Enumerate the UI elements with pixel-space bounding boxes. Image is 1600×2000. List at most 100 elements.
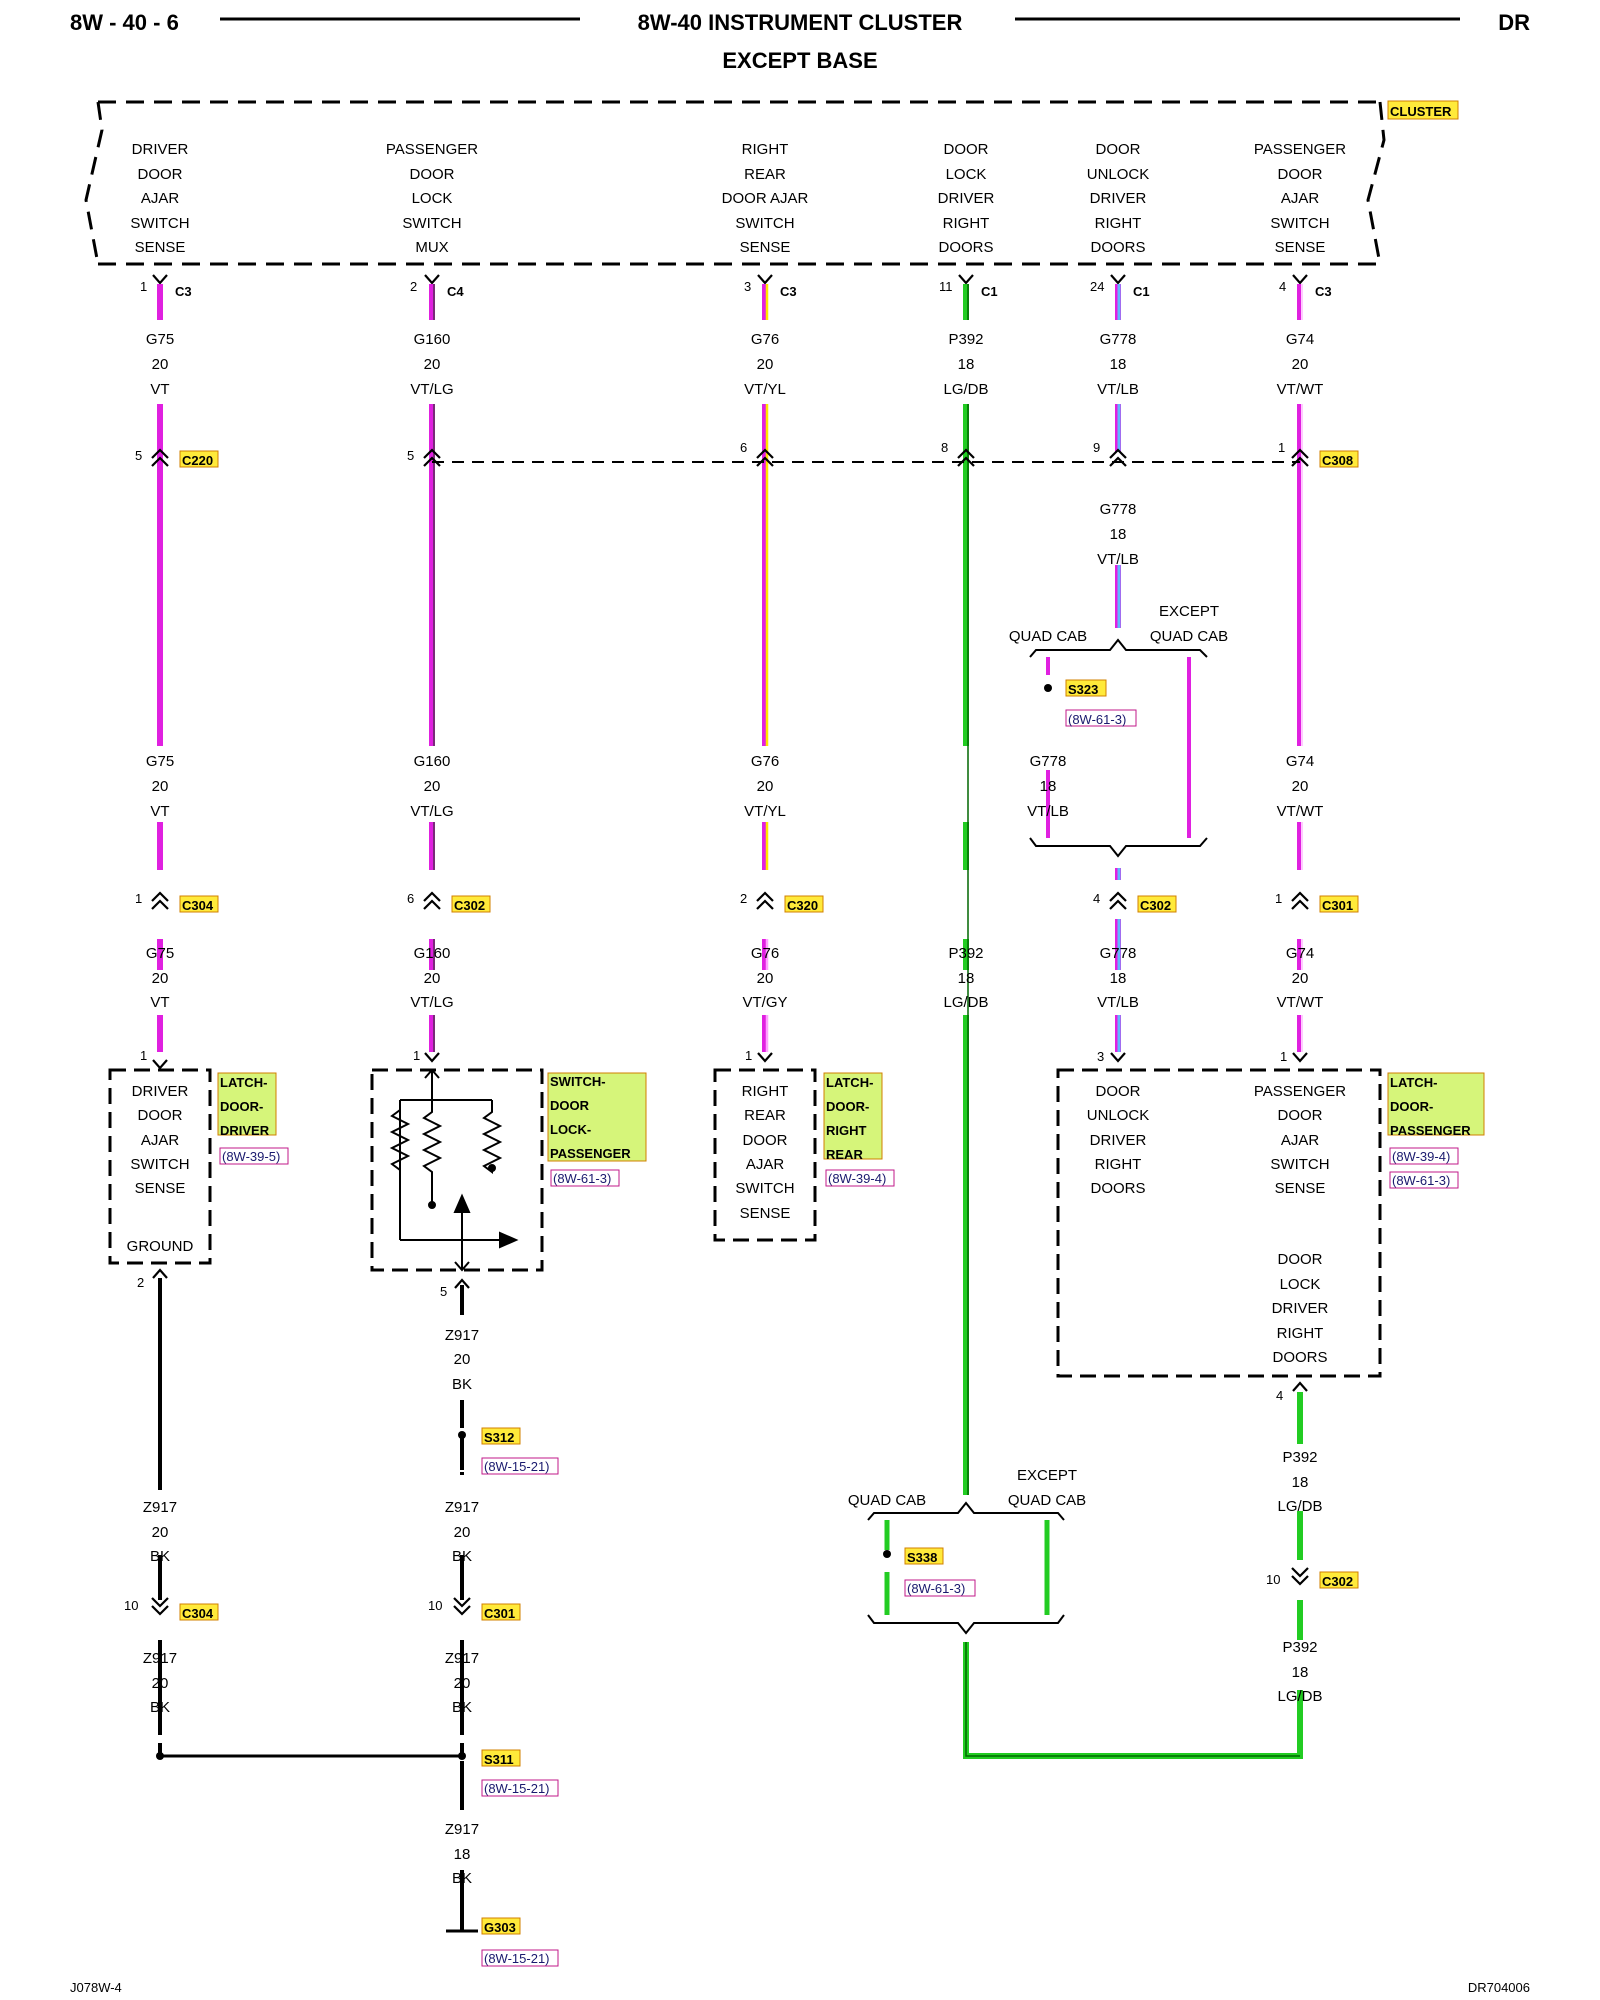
svg-text:6: 6 bbox=[740, 440, 747, 455]
connector-c301-upper: C301 bbox=[1322, 898, 1353, 913]
svg-text:Z917: Z917 bbox=[143, 1499, 177, 1516]
wire-paths bbox=[157, 284, 1303, 1925]
svg-text:20: 20 bbox=[424, 356, 441, 373]
svg-text:20: 20 bbox=[757, 970, 774, 987]
svg-text:VT: VT bbox=[150, 994, 169, 1011]
svg-text:DOOR: DOOR bbox=[743, 1132, 788, 1149]
splice-s323: S323 bbox=[1068, 682, 1098, 697]
svg-text:20: 20 bbox=[454, 1524, 471, 1541]
svg-text:VT/LB: VT/LB bbox=[1097, 551, 1139, 568]
region-code: DR bbox=[1498, 10, 1530, 35]
cluster-function-4: DOOR LOCK DRIVER RIGHT DOORS bbox=[938, 141, 995, 256]
svg-text:18: 18 bbox=[1292, 1664, 1309, 1681]
svg-text:G160: G160 bbox=[414, 945, 451, 962]
svg-text:DOOR: DOOR bbox=[1096, 141, 1141, 158]
svg-text:QUAD CAB: QUAD CAB bbox=[1150, 628, 1228, 645]
svg-text:DOORS: DOORS bbox=[938, 239, 993, 256]
svg-text:20: 20 bbox=[757, 778, 774, 795]
cluster-box: CLUSTER DRIVER DOOR AJAR SWITCH SENSE PA… bbox=[84, 100, 1459, 266]
svg-text:VT/LB: VT/LB bbox=[1097, 994, 1139, 1011]
svg-text:20: 20 bbox=[757, 356, 774, 373]
svg-text:G75: G75 bbox=[146, 331, 174, 348]
svg-text:DRIVER: DRIVER bbox=[938, 190, 995, 207]
svg-text:SWITCH: SWITCH bbox=[1270, 1156, 1329, 1173]
svg-text:BK: BK bbox=[150, 1699, 170, 1716]
svg-text:11: 11 bbox=[939, 279, 953, 294]
svg-text:DRIVER: DRIVER bbox=[132, 141, 189, 158]
svg-text:UNLOCK: UNLOCK bbox=[1087, 166, 1150, 183]
svg-text:VT: VT bbox=[150, 803, 169, 820]
component-switch-door-lock-passenger: 1 SWITCH- DOOR LOCK- PASSENGER (8W-61-3 bbox=[370, 1048, 647, 1299]
svg-text:DOORS: DOORS bbox=[1090, 239, 1145, 256]
svg-text:20: 20 bbox=[152, 1675, 169, 1692]
cluster-function-2: PASSENGER DOOR LOCK SWITCH MUX bbox=[386, 141, 478, 256]
svg-text:REAR: REAR bbox=[744, 166, 786, 183]
svg-text:20: 20 bbox=[454, 1351, 471, 1368]
splice-s338: S338 bbox=[907, 1550, 937, 1565]
svg-text:Z917: Z917 bbox=[445, 1327, 479, 1344]
svg-text:(8W-39-4): (8W-39-4) bbox=[828, 1171, 886, 1186]
svg-text:1: 1 bbox=[745, 1048, 752, 1063]
resistor-ladder-icon bbox=[389, 1068, 519, 1272]
svg-text:BK: BK bbox=[452, 1699, 472, 1716]
svg-text:VT/LG: VT/LG bbox=[410, 994, 453, 1011]
svg-text:24: 24 bbox=[1090, 279, 1104, 294]
header: 8W - 40 - 6 8W-40 INSTRUMENT CLUSTER DR … bbox=[70, 10, 1530, 73]
svg-text:UNLOCK: UNLOCK bbox=[1087, 1107, 1150, 1124]
svg-text:G75: G75 bbox=[146, 753, 174, 770]
svg-text:DOOR: DOOR bbox=[944, 141, 989, 158]
svg-text:SENSE: SENSE bbox=[1275, 1180, 1326, 1197]
page-id: 8W - 40 - 6 bbox=[70, 10, 179, 35]
svg-text:8: 8 bbox=[941, 440, 948, 455]
svg-text:18: 18 bbox=[1110, 356, 1127, 373]
svg-text:DOORS: DOORS bbox=[1272, 1349, 1327, 1366]
svg-text:VT/WT: VT/WT bbox=[1277, 994, 1324, 1011]
svg-text:G76: G76 bbox=[751, 331, 779, 348]
svg-text:SWITCH: SWITCH bbox=[735, 215, 794, 232]
svg-text:4: 4 bbox=[1276, 1388, 1283, 1403]
ground-icon bbox=[446, 1910, 478, 1933]
svg-text:LOCK: LOCK bbox=[1280, 1276, 1321, 1293]
footer-right-code: DR704006 bbox=[1468, 1980, 1530, 1995]
svg-text:(8W-39-5): (8W-39-5) bbox=[222, 1149, 280, 1164]
ref-g303: (8W-15-21) bbox=[484, 1951, 550, 1966]
ref-s311: (8W-15-21) bbox=[484, 1781, 550, 1796]
svg-text:RIGHT: RIGHT bbox=[1095, 215, 1142, 232]
svg-text:SWITCH: SWITCH bbox=[130, 215, 189, 232]
svg-text:(8W-61-3): (8W-61-3) bbox=[553, 1171, 611, 1186]
svg-text:VT/LB: VT/LB bbox=[1027, 803, 1069, 820]
cluster-function-5: DOOR UNLOCK DRIVER RIGHT DOORS bbox=[1087, 141, 1150, 256]
svg-text:BK: BK bbox=[452, 1376, 472, 1393]
svg-text:AJAR: AJAR bbox=[1281, 190, 1320, 207]
svg-text:PASSENGER: PASSENGER bbox=[1390, 1123, 1471, 1138]
page-subtitle: EXCEPT BASE bbox=[722, 48, 877, 73]
svg-text:BK: BK bbox=[452, 1548, 472, 1565]
connector-c320: C320 bbox=[787, 898, 818, 913]
cluster-function-6: PASSENGER DOOR AJAR SWITCH SENSE bbox=[1254, 141, 1346, 256]
ref-s338: (8W-61-3) bbox=[907, 1581, 965, 1596]
svg-text:G160: G160 bbox=[414, 331, 451, 348]
component-latch-door-driver: 1 DRIVER DOOR AJAR SWITCH SENSE GROUND L… bbox=[108, 1048, 289, 1290]
svg-text:G778: G778 bbox=[1100, 501, 1137, 518]
svg-text:DRIVER: DRIVER bbox=[1090, 190, 1147, 207]
svg-text:20: 20 bbox=[1292, 778, 1309, 795]
svg-text:Z917: Z917 bbox=[143, 1650, 177, 1667]
component-latch-door-right-rear: 1 RIGHT REAR DOOR AJAR SWITCH SENSE LATC… bbox=[713, 1048, 895, 1242]
svg-text:VT/GY: VT/GY bbox=[742, 994, 787, 1011]
svg-text:PASSENGER: PASSENGER bbox=[1254, 141, 1346, 158]
connector-c302-lower: C302 bbox=[1322, 1574, 1353, 1589]
svg-text:(8W-61-3): (8W-61-3) bbox=[1392, 1173, 1450, 1188]
svg-text:DOOR-: DOOR- bbox=[826, 1099, 869, 1114]
svg-text:SENSE: SENSE bbox=[740, 239, 791, 256]
svg-text:AJAR: AJAR bbox=[141, 190, 180, 207]
svg-text:RIGHT: RIGHT bbox=[826, 1123, 867, 1138]
svg-text:G160: G160 bbox=[414, 753, 451, 770]
svg-text:C3: C3 bbox=[1315, 284, 1332, 299]
svg-text:LG/DB: LG/DB bbox=[1277, 1498, 1322, 1515]
svg-text:BK: BK bbox=[452, 1870, 472, 1887]
svg-text:2: 2 bbox=[137, 1275, 144, 1290]
svg-text:AJAR: AJAR bbox=[1281, 1132, 1320, 1149]
